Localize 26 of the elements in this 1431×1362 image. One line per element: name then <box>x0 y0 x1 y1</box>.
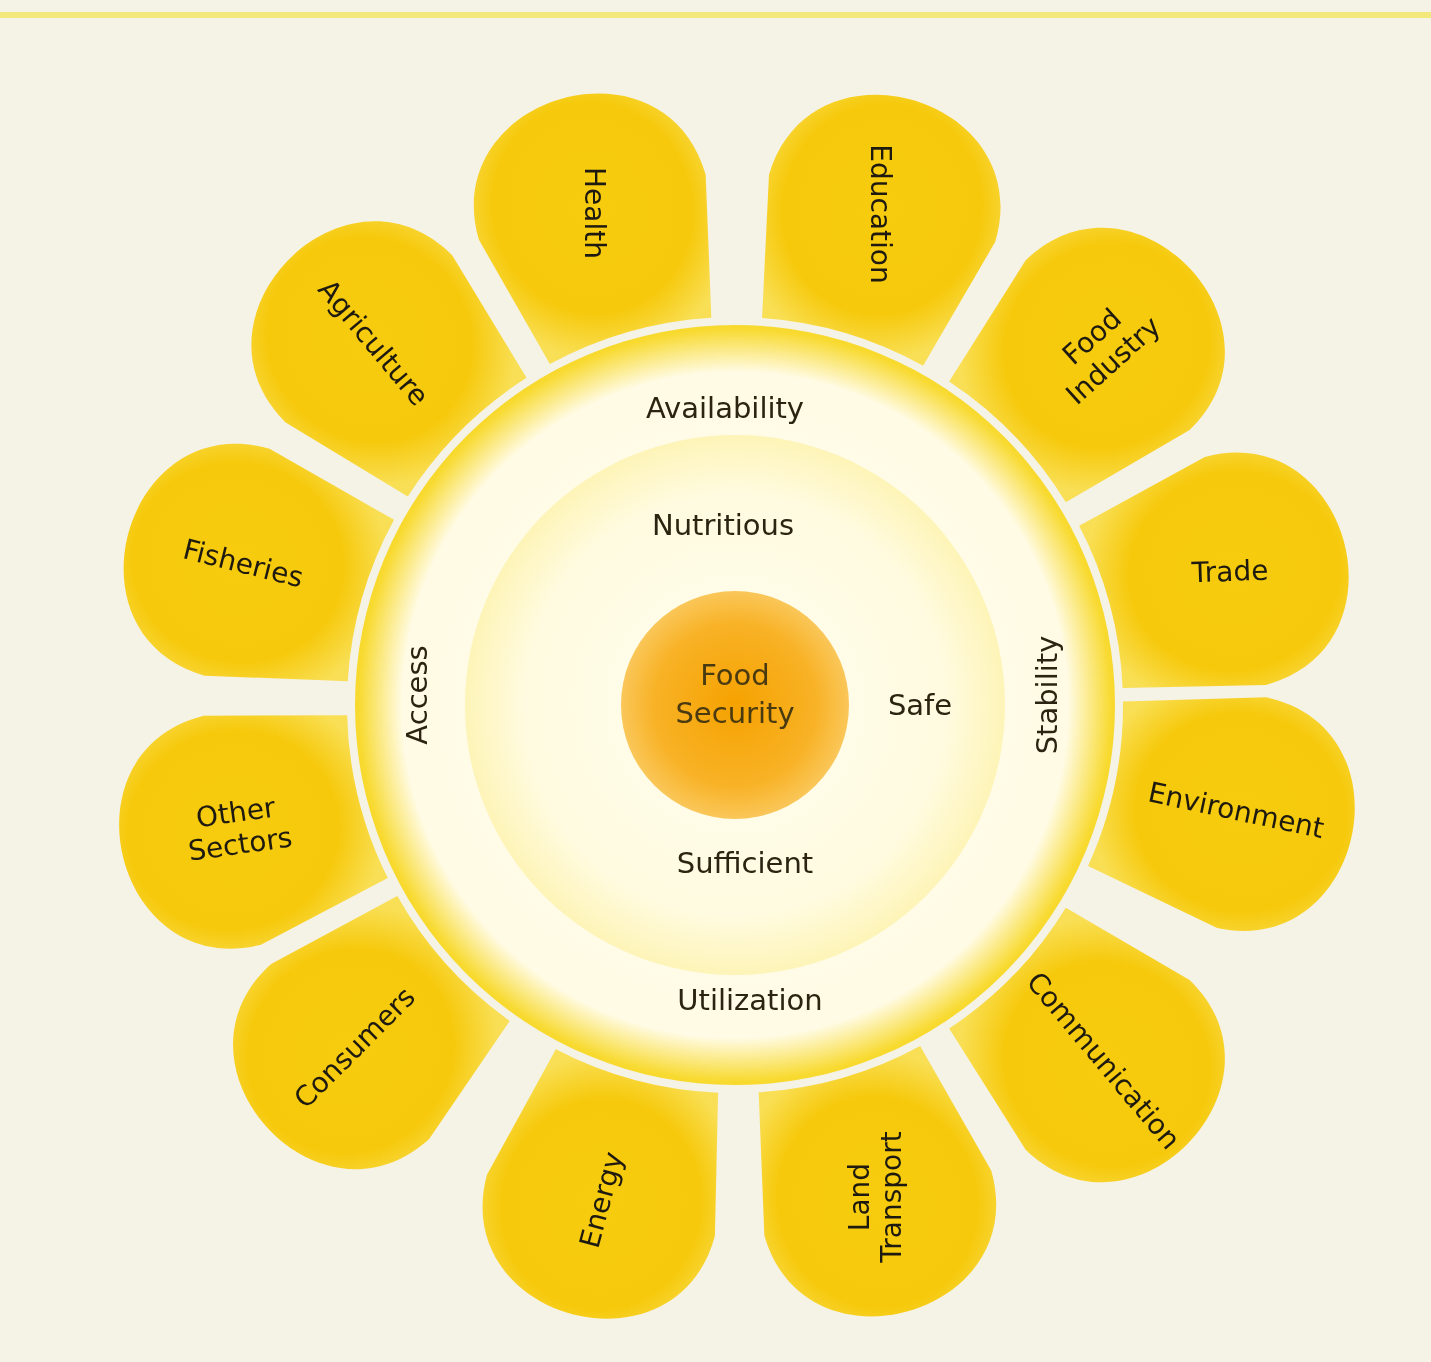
petal-shape <box>119 715 388 949</box>
sector-label: Trade <box>1190 555 1269 590</box>
petal-shape <box>482 1049 719 1319</box>
petal-shape <box>949 907 1225 1182</box>
petal-shape <box>762 95 1001 366</box>
dimension-label: Safe <box>887 688 953 722</box>
petal-shape <box>473 93 712 364</box>
dimension-label: Nutritious <box>651 508 795 542</box>
center-title: Food Security <box>674 657 796 732</box>
sector-label: Health <box>577 166 610 259</box>
petal-shape <box>251 221 527 497</box>
sector-label: Other Sectors <box>185 789 296 870</box>
sector-label: Land Transport <box>843 1130 909 1265</box>
dimension-label: Utilization <box>677 983 823 1017</box>
sector-label: Energy <box>574 1148 631 1252</box>
petal-shape <box>123 443 394 682</box>
dimension-label: Availability <box>645 391 805 425</box>
sector-label: Education <box>864 144 897 284</box>
dimension-label: Sufficient <box>676 846 814 880</box>
petal-shape <box>1079 452 1349 689</box>
dimension-label: Stability <box>1030 635 1064 755</box>
petal-shape <box>949 228 1225 503</box>
dimension-label: Access <box>400 645 434 745</box>
petal-shape <box>758 1046 997 1317</box>
petal-shape <box>233 896 510 1169</box>
petal-shape <box>1088 697 1355 931</box>
